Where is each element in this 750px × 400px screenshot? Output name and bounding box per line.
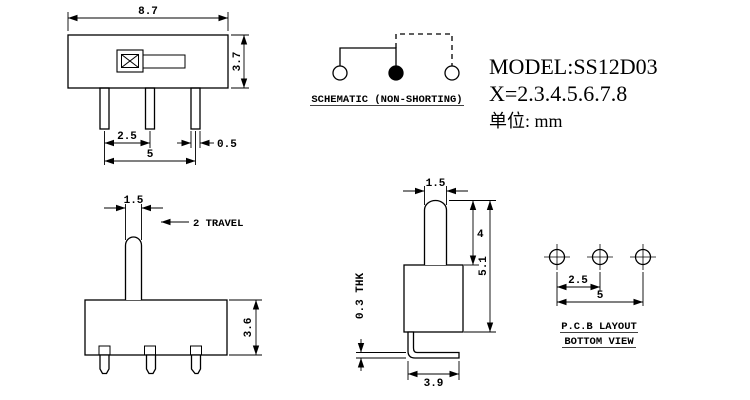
profile-body-outline — [403, 264, 464, 333]
x-range-text: X=2.3.4.5.6.7.8 — [489, 81, 627, 106]
schematic-caption: SCHEMATIC (NON-SHORTING) — [311, 94, 462, 106]
pin-1 — [99, 87, 110, 130]
side-pin-1 — [99, 354, 110, 375]
slider-knob-inner — [121, 54, 139, 68]
profile-knob-width-dim: 1.5 — [426, 178, 446, 190]
schematic-symbol — [332, 33, 460, 81]
unit-text: 单位: mm — [489, 111, 563, 131]
profile-thickness-dim: 0.3 THK — [355, 273, 367, 320]
front-view-body — [67, 34, 229, 130]
profile-dimension-lines — [356, 186, 496, 380]
schematic-view: SCHEMATIC (NON-SHORTING) — [310, 33, 464, 106]
pcb-pitch-dim: 2.5 — [568, 275, 588, 287]
terminal-left-circle — [332, 65, 348, 81]
terminal-right-circle — [444, 65, 460, 81]
title-block: MODEL:SS12D03 X=2.3.4.5.6.7.8 单位: mm — [489, 54, 658, 131]
profile-body-group — [403, 199, 464, 359]
pcb-caption-line1: P.C.B LAYOUT — [561, 321, 637, 333]
side-boss-2 — [144, 345, 156, 356]
profile-foot-length-dim: 3.9 — [424, 378, 444, 390]
profile-actuator — [423, 199, 448, 265]
front-pin-pitch-dim: 2.5 — [117, 131, 137, 143]
side-view: 1.5 2 TRAVEL 3.6 — [84, 195, 262, 375]
front-width-dim: 8.7 — [138, 6, 158, 18]
knob-cross-line — [121, 54, 139, 68]
pcb-caption-line2: BOTTOM VIEW — [564, 336, 634, 348]
side-boss-1 — [98, 345, 111, 356]
front-pin-width-dim: 0.5 — [217, 139, 237, 151]
side-actuator — [124, 236, 143, 300]
pin-2 — [144, 87, 156, 130]
side-view-body — [84, 236, 228, 375]
slider-slot — [143, 54, 186, 69]
side-knob-width-dim: 1.5 — [124, 195, 144, 207]
pin-3 — [190, 87, 201, 130]
side-body-height-dim: 3.6 — [243, 318, 255, 338]
travel-label: 2 TRAVEL — [193, 218, 243, 230]
side-boss-3 — [190, 345, 202, 356]
front-view: 8.7 3.7 2.5 5 0.5 — [67, 6, 249, 165]
side-view-dimension-lines — [104, 204, 262, 356]
profile-bent-pin — [407, 331, 460, 359]
pcb-dimension-lines — [556, 272, 644, 306]
terminal-common-circle — [388, 65, 404, 81]
profile-actuator-height-dim: 4 — [477, 229, 484, 241]
profile-total-height-dim: 5.1 — [478, 256, 490, 276]
model-text: MODEL:SS12D03 — [489, 54, 658, 79]
pcb-span-dim: 5 — [597, 290, 604, 302]
front-height-dim: 3.7 — [232, 52, 244, 72]
side-pin-2 — [145, 354, 157, 375]
front-view-dimension-lines — [67, 12, 249, 165]
schematic-dashed-path — [395, 33, 453, 66]
schematic-solid-path — [339, 47, 397, 66]
profile-view: 1.5 4 5.1 0.3 THK 3.9 — [355, 178, 496, 390]
front-pin-span-dim: 5 — [147, 149, 154, 161]
pcb-layout-view: 2.5 5 P.C.B LAYOUT BOTTOM VIEW — [544, 244, 656, 348]
side-pin-3 — [190, 354, 202, 375]
switch-body-outline — [67, 34, 229, 89]
pcb-crosshairs — [544, 244, 656, 270]
